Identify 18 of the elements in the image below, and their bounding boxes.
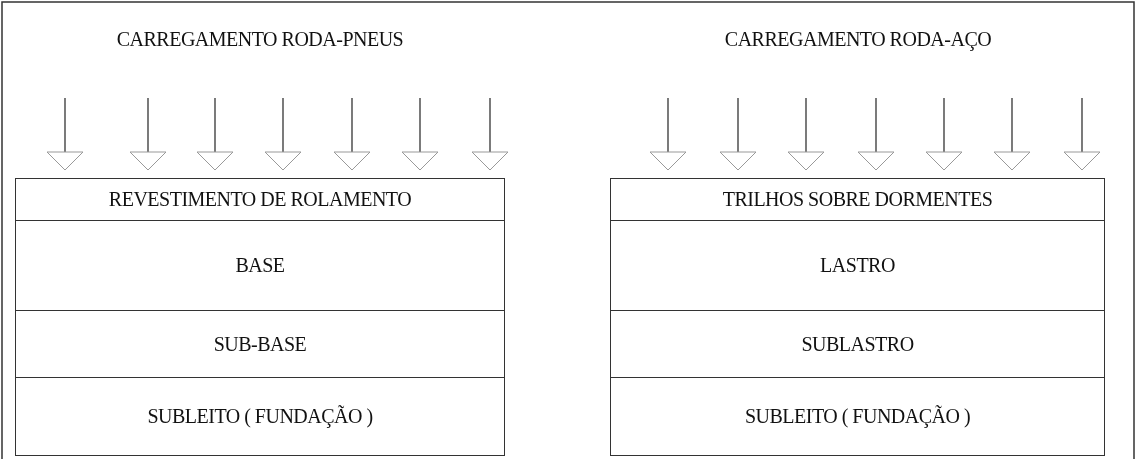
layer-box	[610, 310, 1105, 378]
layer-box	[15, 178, 505, 221]
layer-label: REVESTIMENTO DE ROLAMENTO	[108, 188, 412, 211]
load-heading: CARREGAMENTO RODA-AÇO	[724, 28, 992, 51]
layer-label: LASTRO	[820, 254, 895, 277]
layer-box	[610, 220, 1105, 311]
layer-box	[15, 220, 505, 311]
layer-box	[610, 377, 1105, 456]
layer-label: TRILHOS SOBRE DORMENTES	[722, 188, 993, 211]
layer-label: SUBLASTRO	[801, 332, 914, 356]
layer-box	[610, 178, 1105, 221]
layer-box	[15, 377, 505, 456]
load-heading: CARREGAMENTO RODA-PNEUS	[116, 28, 404, 51]
layer-label: SUBLEITO ( FUNDAÇÃO )	[744, 405, 971, 428]
layer-box	[15, 310, 505, 378]
layer-label: SUB-BASE	[213, 332, 307, 356]
layer-label: SUBLEITO ( FUNDAÇÃO )	[147, 405, 373, 428]
layer-label: BASE	[235, 254, 285, 277]
